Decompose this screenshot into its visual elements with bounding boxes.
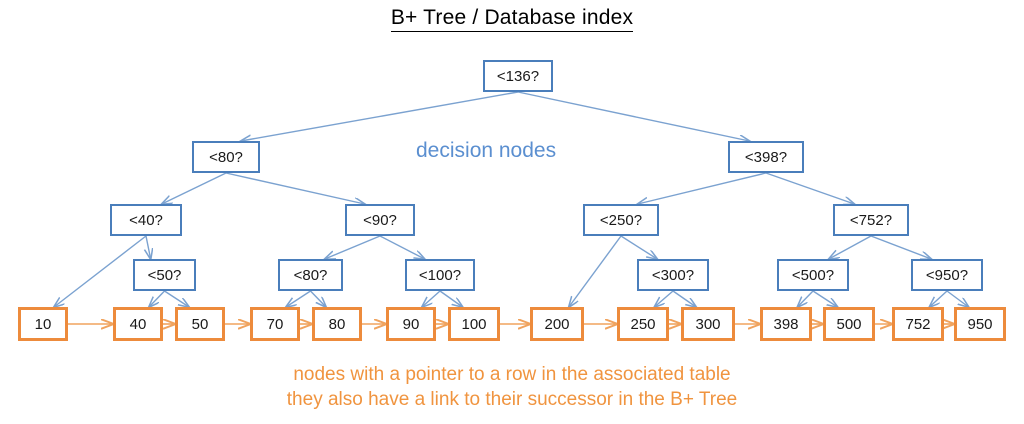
decision-edge	[439, 290, 463, 307]
decision-edge	[162, 172, 227, 204]
decision-edge	[286, 290, 311, 307]
decision-edge	[241, 91, 519, 141]
decision-edge	[870, 235, 931, 259]
decision-edge	[829, 235, 872, 259]
decision-node[interactable]: <500?	[777, 259, 849, 291]
leaf-node[interactable]: 40	[113, 307, 163, 341]
decision-edge	[929, 290, 948, 307]
decision-node[interactable]: <100?	[405, 259, 475, 291]
decision-node[interactable]: <250?	[583, 204, 659, 236]
leaf-node[interactable]: 50	[175, 307, 225, 341]
decision-edge	[672, 290, 696, 307]
leaf-node[interactable]: 200	[530, 307, 584, 341]
leaf-node[interactable]: 752	[892, 307, 944, 341]
decision-edge	[638, 172, 767, 204]
decision-edge	[517, 91, 749, 141]
decision-node[interactable]: <950?	[911, 259, 983, 291]
decision-edge	[765, 172, 854, 204]
decision-node[interactable]: <752?	[833, 204, 909, 236]
leaf-node[interactable]: 70	[250, 307, 300, 341]
leaf-node[interactable]: 500	[823, 307, 875, 341]
decision-edge	[325, 235, 381, 259]
decision-node[interactable]: <80?	[192, 141, 260, 173]
decision-edge	[164, 290, 190, 307]
leaf-node[interactable]: 950	[954, 307, 1006, 341]
decision-edge	[569, 235, 622, 307]
decision-edge	[146, 235, 151, 259]
leaf-node[interactable]: 300	[681, 307, 735, 341]
decision-node[interactable]: <398?	[728, 141, 804, 173]
caption-line-2: they also have a link to their successor…	[286, 389, 738, 410]
decision-edge	[379, 235, 425, 259]
decision-nodes-label: decision nodes	[416, 139, 557, 162]
leaf-node[interactable]: 250	[617, 307, 669, 341]
leaf-node[interactable]: 90	[386, 307, 436, 341]
decision-node[interactable]: <90?	[345, 204, 415, 236]
decision-node[interactable]: <80?	[278, 259, 343, 291]
page-title: B+ Tree / Database index	[0, 6, 1024, 32]
decision-edge	[422, 290, 441, 307]
decision-edge	[225, 172, 365, 204]
decision-edge	[812, 290, 838, 307]
leaf-node[interactable]: 100	[448, 307, 500, 341]
decision-node[interactable]: <40?	[110, 204, 182, 236]
leaf-node[interactable]: 10	[18, 307, 68, 341]
decision-edge	[797, 290, 814, 307]
caption-line-1: nodes with a pointer to a row in the ass…	[293, 364, 731, 385]
decision-node[interactable]: <136?	[483, 60, 553, 92]
decision-edge	[620, 235, 657, 259]
decision-node[interactable]: <50?	[133, 259, 196, 291]
leaf-node[interactable]: 398	[760, 307, 812, 341]
leaf-caption: nodes with a pointer to a row in the ass…	[0, 362, 1024, 412]
decision-edge	[309, 290, 327, 307]
decision-edge	[946, 290, 969, 307]
decision-edge	[654, 290, 674, 307]
decision-node[interactable]: <300?	[637, 259, 709, 291]
decision-edge	[149, 290, 166, 307]
leaf-node[interactable]: 80	[312, 307, 362, 341]
